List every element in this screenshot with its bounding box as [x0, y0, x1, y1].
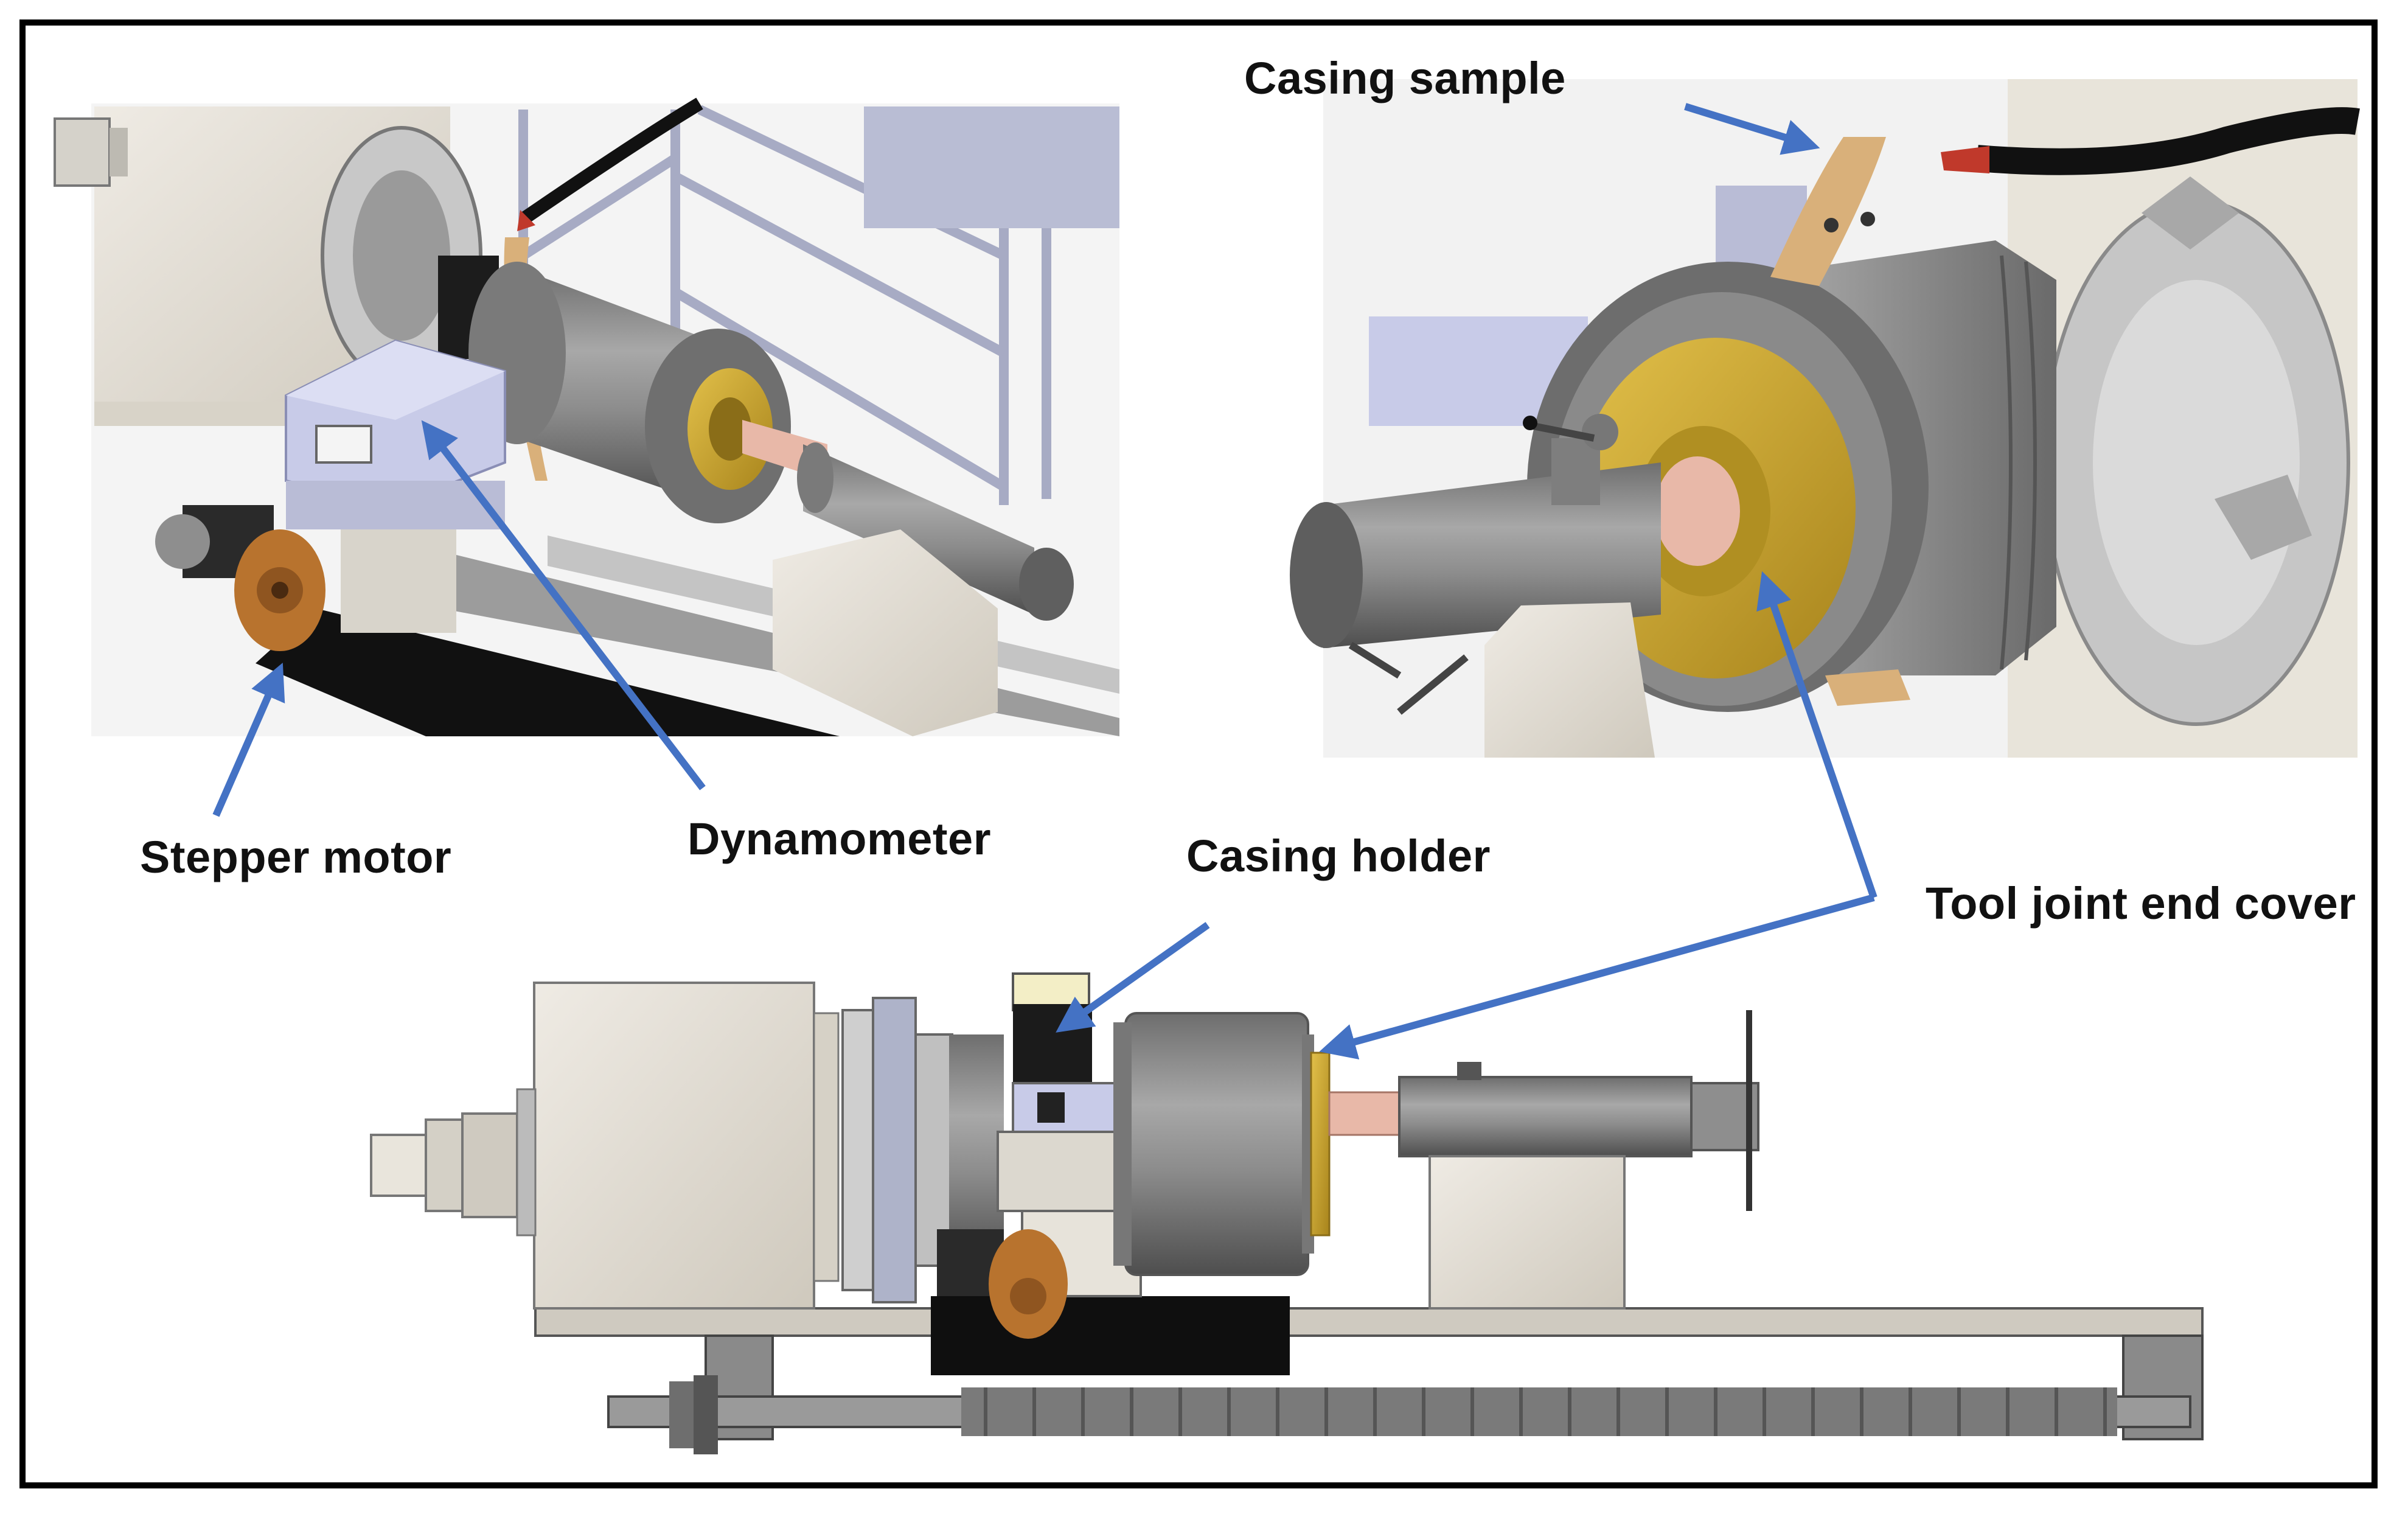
arrow-stepper-motor	[212, 663, 285, 817]
label-stepper-motor: Stepper motor	[140, 832, 452, 882]
label-tool-joint-end-cover: Tool joint end cover	[1926, 878, 2356, 929]
arrow-casing-sample	[1684, 103, 1820, 155]
bottom-side-view	[370, 972, 2204, 1454]
top-left-view	[54, 97, 1119, 736]
arrow-tool-joint-bottom	[1319, 894, 1875, 1060]
arrow-casing-holder	[1056, 922, 1210, 1033]
callout-arrows	[212, 103, 1877, 1060]
label-casing-holder: Casing holder	[1186, 831, 1491, 881]
label-casing-sample: Casing sample	[1244, 53, 1566, 103]
label-dynamometer: Dynamometer	[687, 814, 992, 864]
arrow-dynamometer	[421, 420, 706, 790]
arrow-tool-joint-top	[1756, 571, 1877, 899]
top-right-view	[1290, 79, 2360, 758]
